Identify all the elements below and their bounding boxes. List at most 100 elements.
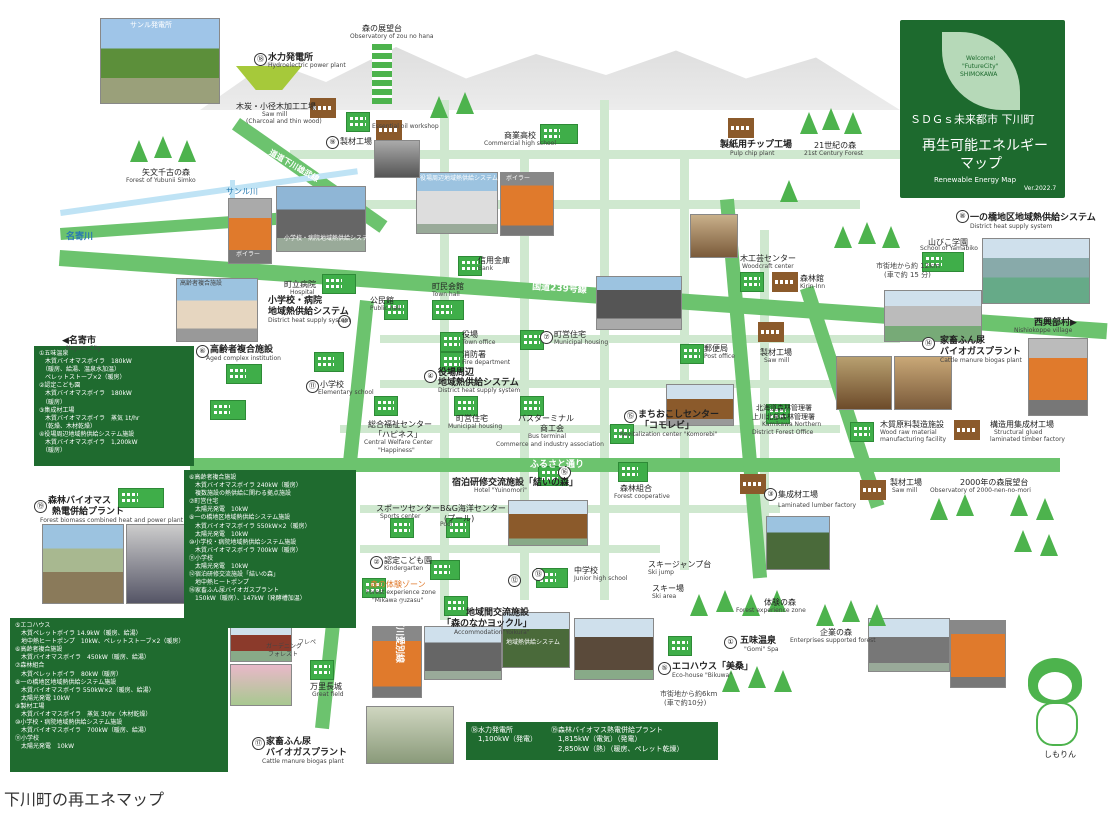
label-bus-en: Bus terminal xyxy=(528,433,567,440)
photo-yoikura xyxy=(424,626,502,680)
marker-19: ⑲ xyxy=(34,500,47,513)
photo-wood-raw xyxy=(894,356,952,410)
label-gardening: ガーデニング xyxy=(266,643,303,650)
label-town-office: 役場 xyxy=(462,330,478,339)
label-observ2000-en: Observatory of 2000-nen-no-mori xyxy=(930,487,1031,494)
label-boiler-left: ボイラー xyxy=(236,251,261,258)
marker-17: ⑰ xyxy=(252,737,265,750)
photo-biomass-machine xyxy=(126,524,188,604)
label-yubari: 矢文千古の森 xyxy=(142,168,190,177)
label-route-shimokawa: 道道下川愛別線 xyxy=(394,600,404,664)
photo-cattle-biogas xyxy=(884,290,982,342)
label-nayoro-city-en: Nayoro City xyxy=(66,345,102,352)
label-town-hall: 町民会館 xyxy=(432,282,464,291)
municipal2-icon xyxy=(454,396,478,416)
tree-icon xyxy=(834,226,852,248)
label-school-heat2: 地域熱供給システム xyxy=(268,307,349,317)
label-town-hall-en: Town hall xyxy=(432,291,460,298)
label-public-hall-en: Public hall xyxy=(370,305,401,312)
label-town-office-en: Town office xyxy=(462,339,496,346)
label-forest-office2: 上川北部森林管理署 xyxy=(752,413,815,421)
label-commercial: 商業高校 xyxy=(504,131,536,140)
tree-icon xyxy=(882,226,900,248)
label-district-heat-top: 役場周辺地域熱供給システム xyxy=(420,175,498,182)
label-commercial-en: Commercial high school xyxy=(484,140,557,147)
aged-complex-icon xyxy=(226,364,262,384)
experience-icon xyxy=(362,578,386,598)
town-hall-icon xyxy=(432,300,464,320)
marker-3: ③ xyxy=(764,488,777,501)
label-yamabiko-en: School of Yamabiko xyxy=(920,245,978,252)
tree-icon xyxy=(716,590,734,612)
marker-10: ⑩ xyxy=(338,315,351,328)
fire-dept-icon xyxy=(440,352,464,372)
label-ichinohashi: 一の橋地区地域熱供給システム xyxy=(970,213,1096,223)
minor-road xyxy=(340,425,840,433)
label-yoikura2: 「森のなかヨックル」 xyxy=(442,619,532,629)
bank-icon xyxy=(458,256,482,276)
label-taiken-forest: 体験の森 xyxy=(764,598,796,607)
label-welfare2: 「ハピネス」 xyxy=(374,430,422,439)
biomass-plant-icon xyxy=(118,488,164,508)
sawmill-icon xyxy=(310,98,336,118)
label-boiler-top: ボイラー xyxy=(506,175,531,182)
label-welfare-en: Central Welfare Center xyxy=(364,439,433,446)
label-apple2: フォレスト xyxy=(268,651,299,658)
photo-laminated-factory xyxy=(766,516,830,570)
tree-icon xyxy=(956,494,974,516)
label-yamabiko: 山びこ学園 xyxy=(928,238,968,247)
tree-icon xyxy=(816,604,834,626)
marker-1: ① xyxy=(724,636,737,649)
marker-6: ⑥ xyxy=(196,345,209,358)
tree-icon xyxy=(130,140,148,162)
label-biomass-plant-en: Forest biomass combined heat and power p… xyxy=(40,517,184,524)
kirin-inn-icon xyxy=(772,272,798,292)
town-office-icon xyxy=(440,332,464,352)
label-taiken-forest-en: Forest experience zone xyxy=(736,607,806,614)
minor-road xyxy=(290,150,950,159)
minor-road xyxy=(760,230,769,570)
tree-icon xyxy=(858,222,876,244)
label-workshop: 製材工場 xyxy=(340,137,372,146)
tree-icon xyxy=(1014,530,1032,552)
label-welfare: 総合福祉センター xyxy=(368,420,432,429)
label-post: 郵便局 xyxy=(704,344,728,353)
label-forest-union: 森林組合 xyxy=(620,484,652,493)
label-district-heat2: 地域熱供給システム xyxy=(438,378,519,388)
marker-13: ⑬ xyxy=(532,568,545,581)
tree-icon xyxy=(780,180,798,202)
photo-aged-complex xyxy=(176,278,258,342)
map-caption: 下川町の再エネマップ xyxy=(4,790,165,809)
label-sports-en: Sports center xyxy=(380,513,421,520)
label-pool: B&G海洋センター xyxy=(440,504,506,513)
label-ecohouse-en: Eco-house "Bikuwa" xyxy=(672,672,733,679)
tree-icon xyxy=(844,112,862,134)
tree-icon xyxy=(774,670,792,692)
label-forest21-en: 21st Century Forest xyxy=(804,150,864,157)
tree-icon xyxy=(868,604,886,626)
label-aged-photo: 高齢者複合施設 xyxy=(180,280,223,287)
label-cattle-bottom2: バイオガスプラント xyxy=(266,748,348,758)
label-municipal: 町営住宅 xyxy=(554,330,586,339)
forest-office-icon xyxy=(766,404,790,424)
tree-icon xyxy=(178,140,196,162)
label-laminated2-en: Laminated lumber factory xyxy=(778,502,857,509)
label-yoikura-en: Accommodation"Yoikura" xyxy=(454,629,530,636)
label-sawmill-en: Saw mill xyxy=(262,111,288,118)
marker-18: ⑱ xyxy=(254,53,267,66)
tree-icon xyxy=(822,108,840,130)
marker-2: ② xyxy=(370,556,383,569)
minor-road xyxy=(380,380,860,388)
tree-icon xyxy=(748,666,766,688)
kindergarten-icon xyxy=(430,560,460,580)
label-experience2: "Mikawa guzasu" xyxy=(372,597,424,604)
label-nayoro-river: 名寄川 xyxy=(66,232,94,242)
label-school-heat: 小学校・病院 xyxy=(268,296,323,306)
label-biomass-heat: 地域熱供給システム xyxy=(506,639,560,646)
tree-icon xyxy=(800,112,818,134)
marker-5: ⑤ xyxy=(658,662,671,675)
marker-11: ⑪ xyxy=(306,380,319,393)
photo-cattle-bottom xyxy=(366,706,454,764)
hospital-icon xyxy=(322,274,356,294)
photo-biomass-plant xyxy=(42,524,124,604)
